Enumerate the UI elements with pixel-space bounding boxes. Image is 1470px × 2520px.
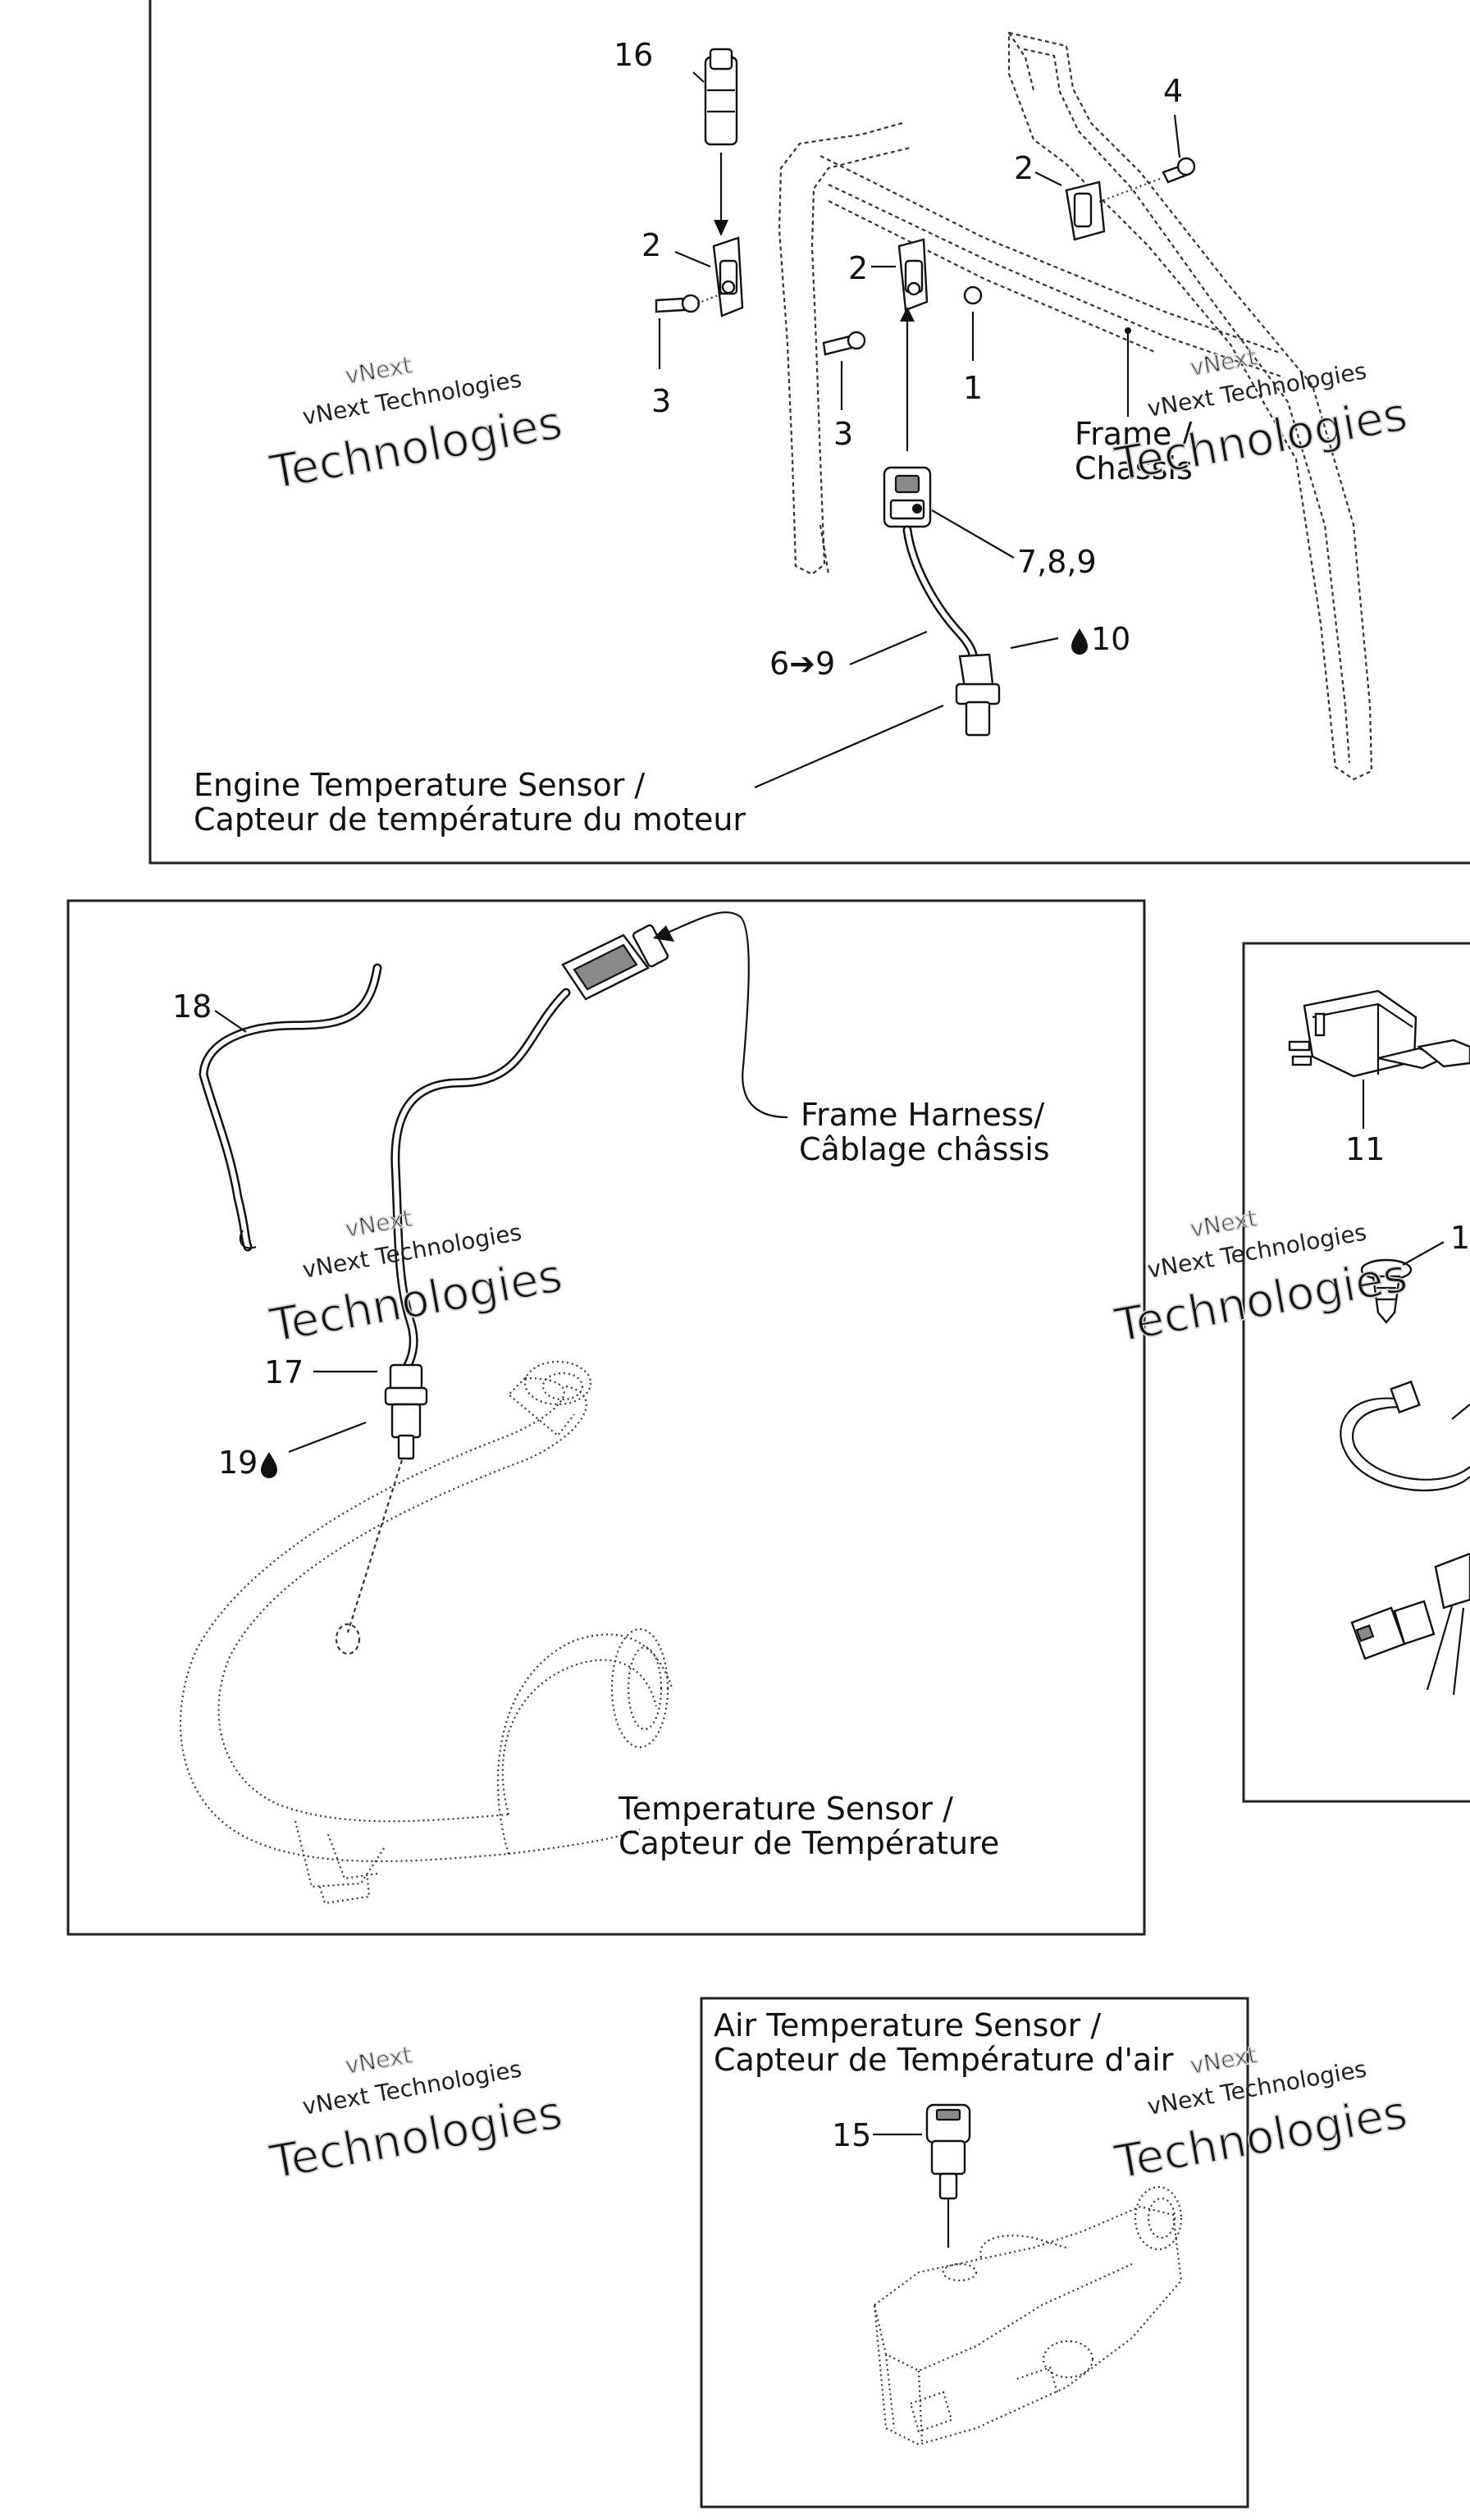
air-caption-fr: Capteur de Température d'air [714,2042,1174,2078]
frame-drawing [778,31,1373,781]
temperature-sensor-17 [335,1363,428,1655]
watermark: vNext vNext Technologies Technologies [1110,343,1412,493]
temperature-sensor-panel: 18 17 19 Frame Harness/ Câblage châssis … [66,899,1146,1936]
airbox-drawing [873,2185,1183,2446]
liquid-drop-icon [261,1452,277,1478]
svg-text:vNext: vNext [343,2041,413,2079]
watermark: vNext vNext Technologies Technologies [265,1204,567,1354]
callout-11: 11 [1345,1131,1385,1167]
harness-leader [660,911,788,1119]
svg-text:vNext: vNext [343,351,413,390]
engine-temperature-panel: 16 4 2 2 2 3 3 1 7,8,9 6➔9 10 Frame / Ch… [148,0,1470,865]
connector-pair [1350,1552,1470,1696]
callout-15: 15 [832,2117,871,2153]
callout-2-middle: 2 [848,250,868,286]
middle-panel-border [66,899,1146,1936]
callout-2-left: 2 [641,227,661,263]
temperature-caption-fr: Capteur de Température [619,1825,999,1861]
callout-3-middle: 3 [833,416,853,452]
callout-16: 16 [614,37,653,73]
engine-caption-en: Engine Temperature Sensor / [194,767,645,803]
callout-10: 10 [1091,621,1130,657]
bottom-panel-border [700,1997,1249,2509]
air-caption-en: Air Temperature Sensor / [714,2007,1101,2043]
callout-4: 4 [1163,73,1183,109]
callout-3-left: 3 [651,383,671,419]
callout-2-right: 2 [1014,150,1034,186]
relay-11 [1288,989,1470,1129]
tie-strap [1340,1380,1470,1491]
watermark: vNext vNext Technologies Technologies [265,2041,567,2191]
callout-17: 17 [264,1354,304,1390]
push-rivet [1360,1241,1445,1324]
liquid-drop-icon [1071,628,1088,655]
callout-1-right: 1 [1450,1220,1470,1256]
harness-label-fr: Câblage châssis [799,1131,1050,1167]
harness-connector [561,924,669,1001]
clip-2-left [655,236,744,369]
air-temperature-panel: 15 Air Temperature Sensor / Capteur de T… [700,1997,1249,2509]
harness-label-en: Frame Harness/ [801,1097,1044,1133]
pipe-drawing [179,1360,674,1905]
callout-6-to-9: 6➔9 [769,646,835,682]
hose-18 [199,963,382,1252]
engine-temp-sensor [754,466,1059,789]
watermark-group: vNext vNext Technologies Technologies vN… [265,343,1412,2191]
watermark: vNext vNext Technologies Technologies [265,351,567,501]
svg-text:vNext: vNext [343,1204,413,1243]
temperature-caption-en: Temperature Sensor / [618,1791,953,1827]
clip-2-middle [822,238,983,451]
connector-16 [692,48,738,236]
callout-18: 18 [172,988,212,1025]
svg-text:vNext: vNext [1188,1204,1258,1243]
frame-label-fr: Chassis [1075,450,1193,486]
callout-1: 1 [963,370,983,406]
air-temperature-sensor-15 [873,2103,971,2248]
callout-7-8-9: 7,8,9 [1017,544,1097,580]
engine-caption-fr: Capteur de température du moteur [194,801,746,838]
callout-19: 19 [218,1445,258,1481]
clip-2-right [1034,114,1196,241]
frame-label-en: Frame / [1075,416,1192,452]
right-panel: 11 1 [1242,942,1470,1803]
top-panel-border [148,0,1470,865]
right-panel-border [1242,942,1470,1803]
